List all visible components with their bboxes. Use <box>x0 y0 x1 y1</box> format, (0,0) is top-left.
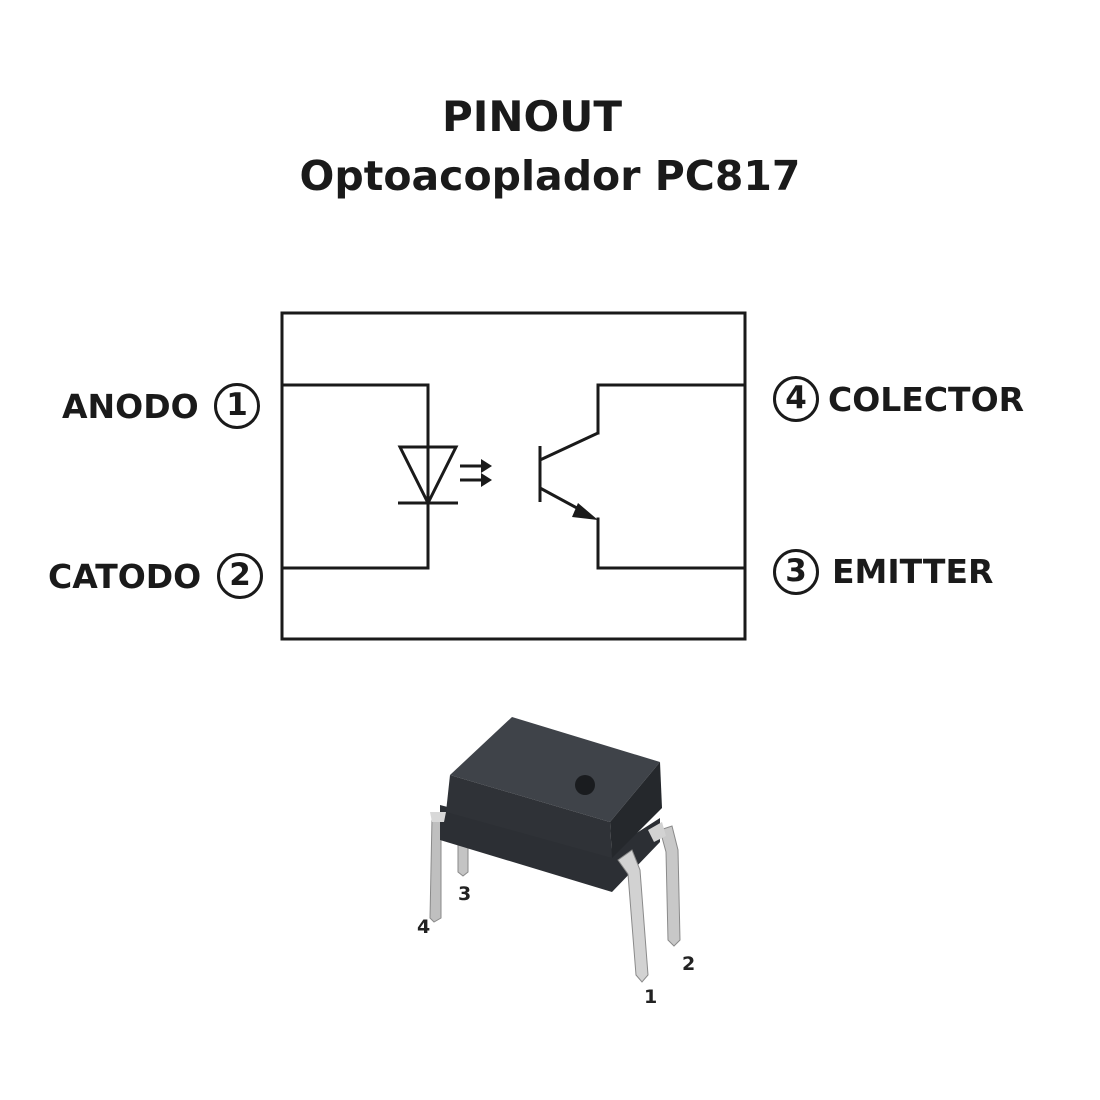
pin-1-number: 1 <box>214 383 260 429</box>
pin-2-label: CATODO <box>48 557 202 596</box>
pin-3-label: EMITTER <box>832 552 994 591</box>
led-symbol <box>397 445 459 507</box>
led-wiring <box>280 383 430 570</box>
pin-4-number: 4 <box>773 376 819 422</box>
emitter-wire <box>596 517 747 570</box>
collector-wire <box>596 383 747 435</box>
leg-label-2: 2 <box>682 953 696 975</box>
leg-label-3: 3 <box>458 883 472 905</box>
pin-2-number: 2 <box>217 553 263 599</box>
pin-3-number: 3 <box>773 549 819 595</box>
leg-label-4: 4 <box>417 916 431 938</box>
package-outline <box>280 311 747 641</box>
phototransistor-symbol <box>538 431 599 520</box>
pin-4-label: COLECTOR <box>828 380 1025 419</box>
light-arrows-icon <box>460 459 492 487</box>
diagram-title: PINOUT <box>441 92 623 141</box>
pin-1-label: ANODO <box>62 387 199 426</box>
pc817-package-image <box>429 717 681 983</box>
diagram-subtitle: Optoacoplador PC817 <box>299 152 801 200</box>
leg-label-1: 1 <box>644 986 658 1008</box>
